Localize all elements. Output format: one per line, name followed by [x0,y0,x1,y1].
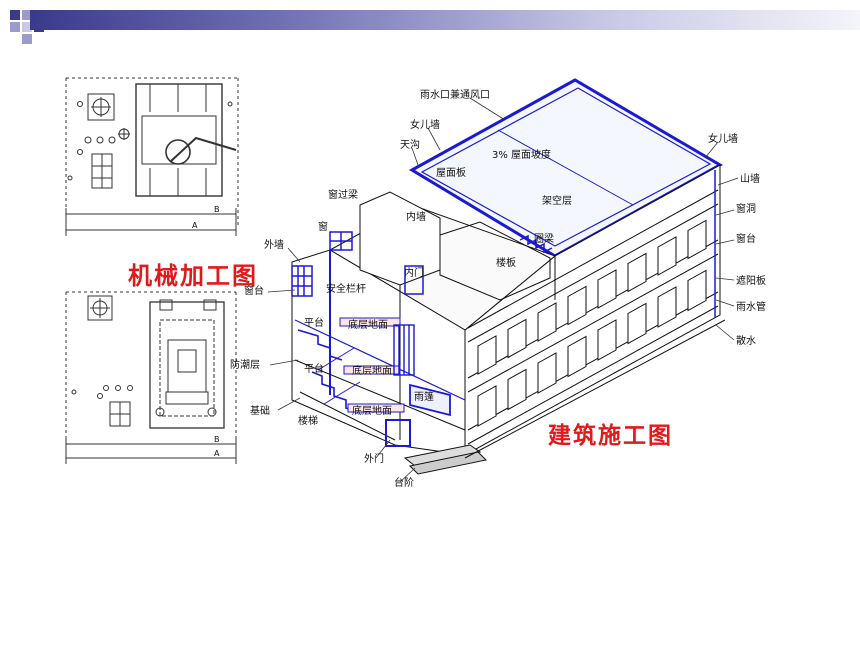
label-rain-outlet: 雨水口兼通风口 [420,88,490,101]
facade-window [507,318,527,359]
label-overhead-layer: 架空层 [542,194,572,207]
label-landing-1: 平台 [304,316,324,329]
label-roof-slope: 3% 屋面坡度 [492,148,551,161]
facade-window [507,368,527,411]
label-stairs: 楼梯 [298,414,318,427]
label-ring-beam: 圈梁 [534,232,554,245]
title-bar-gradient [30,10,860,30]
label-window-opening: 窗洞 [736,202,756,215]
label-outer-door: 外门 [364,452,384,465]
corner-decoration [10,10,44,44]
label-foundation: 基础 [250,404,270,417]
label-floor-3: 底层地面 [352,404,392,417]
dim-label-a-bottom: A [214,449,220,458]
facade-window [597,269,617,309]
label-parapet-top: 女儿墙 [410,118,440,131]
label-rain-canopy: 雨篷 [414,390,434,403]
label-moisture-layer: 防潮层 [230,358,260,371]
label-downpipe: 雨水管 [736,300,766,313]
facade-window [687,219,707,260]
facade-window [627,302,647,345]
label-gutter: 天沟 [400,138,420,151]
facade-window [597,319,617,361]
label-stair-slab: 楼板 [496,256,516,269]
label-outer-wall: 外墙 [264,238,284,251]
label-floor-2: 底层地面 [352,364,392,377]
facade-window [657,236,677,276]
label-safety-railing: 安全栏杆 [326,282,366,295]
dim-label-b-bottom: B [214,435,220,444]
facade-window [537,352,557,394]
label-floor-1: 底层地面 [348,318,388,331]
facade-window [477,335,497,375]
label-sun-shade: 遮阳板 [736,274,766,287]
label-steps: 台阶 [394,476,414,489]
facade-window [567,285,587,326]
label-drain: 散水 [736,334,756,347]
architectural-drawing-title: 建筑施工图 [548,422,673,449]
facade-window [627,252,647,293]
dim-label-b-top: B [214,205,220,214]
label-parapet-right: 女儿墙 [708,132,738,145]
dim-label-a-top: A [192,221,198,230]
facade-window [657,286,677,328]
label-landing-2: 平台 [304,362,324,375]
facade-window [477,385,497,427]
label-inner-wall: 内墙 [406,210,426,223]
label-roof-slab: 屋面板 [436,166,466,179]
label-window-sill-right: 窗台 [736,232,756,245]
mechanical-drawing-title: 机械加工图 [128,261,258,290]
label-window-lintel: 窗过梁 [328,188,358,201]
label-window: 窗 [318,220,328,233]
facade-window [687,269,707,312]
facade-window [567,335,587,378]
label-gable-wall: 山墙 [740,172,760,185]
label-inner-door: 内门 [404,266,424,279]
facade-window [537,302,557,342]
